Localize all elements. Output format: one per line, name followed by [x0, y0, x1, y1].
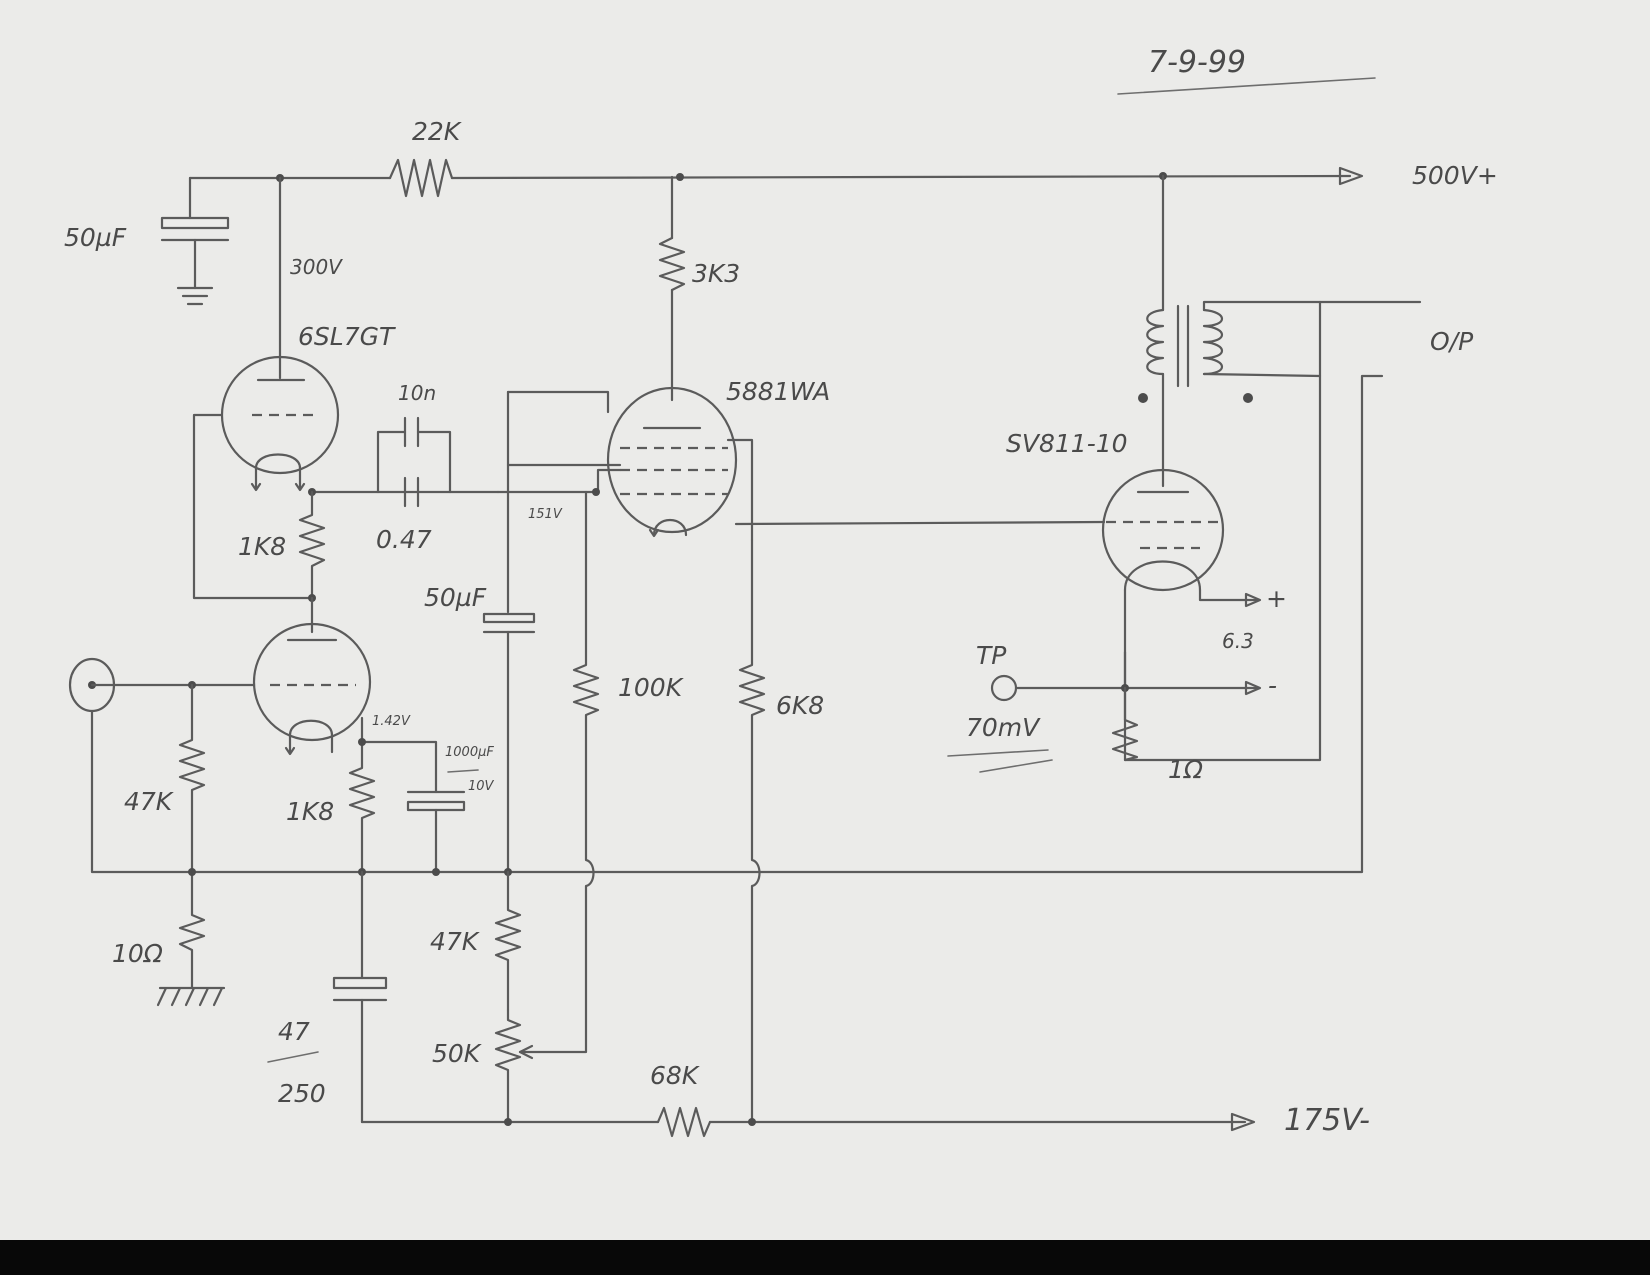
b-minus-rail — [360, 1106, 1256, 1138]
tube-sv811-label: SV811-10 — [1006, 429, 1128, 458]
ground-return-wire — [90, 374, 1384, 874]
heater-minus-label: - — [1268, 671, 1277, 700]
schematic-paper — [0, 0, 1650, 1240]
resistor-6k8 — [738, 538, 766, 1124]
heater-voltage-label: 6.3 — [1222, 629, 1254, 653]
supply-negative-label: 175V- — [1284, 1103, 1370, 1138]
resistor-1ohm — [1111, 686, 1139, 762]
arrow-icon — [1338, 166, 1364, 186]
resistor-10ohm-label: 10Ω — [112, 939, 163, 968]
arrow-icon — [1244, 680, 1262, 696]
tube-sv811 — [1101, 372, 1262, 690]
tube-6sl7-upper — [192, 176, 340, 600]
supply-positive-label: 500V+ — [1412, 161, 1498, 190]
resistor-22k-label: 22K — [412, 117, 463, 146]
tube-5881wa — [596, 175, 754, 542]
capacitor-50uf-top-label: 50µF — [64, 223, 127, 252]
resistor-1k8-a — [298, 490, 326, 600]
heater-plus-label: + — [1266, 584, 1287, 613]
resistor-1k8-a-label: 1K8 — [238, 532, 286, 561]
output-label: O/P — [1430, 327, 1474, 356]
tube-6sl7-label: 6SL7GT — [298, 322, 396, 351]
capacitor-1000uf — [406, 790, 466, 874]
capacitor-1000uf-label-top: 1000µF — [445, 745, 494, 760]
tube-5881wa-label: 5881WA — [726, 377, 830, 406]
resistor-100k-label: 100K — [618, 673, 685, 702]
arrow-icon — [1230, 1112, 1256, 1132]
test-point-label: TP — [976, 641, 1007, 670]
resistor-100k — [518, 490, 600, 1054]
capacitor-47-label-top: 47 — [278, 1017, 310, 1046]
coupling-capacitors — [308, 416, 500, 508]
capacitor-10n — [403, 416, 420, 448]
ground-icon — [176, 286, 214, 306]
resistor-3k3 — [658, 236, 686, 292]
capacitor-10n-label: 10n — [398, 381, 436, 405]
voltage-151v-label: 151V — [528, 507, 563, 522]
resistor-6k8-label: 6K8 — [776, 691, 824, 720]
amplifier-schematic: 7-9-99 22K 500V+ 50µF 300V 6SL7GT — [64, 45, 1498, 1138]
voltage-300v-label: 300V — [290, 255, 343, 279]
potentiometer-50k-label: 50K — [432, 1039, 483, 1068]
test-point-voltage-label: 70mV — [966, 713, 1041, 742]
test-point[interactable] — [990, 674, 1018, 702]
date-underline — [1117, 77, 1376, 95]
voltage-142v-label: 1.42V — [372, 714, 411, 729]
capacitor-047 — [403, 476, 420, 508]
resistor-22k — [388, 158, 454, 198]
chassis-ground-icon — [156, 986, 226, 1007]
capacitor-50uf-mid — [482, 612, 536, 874]
capacitor-50uf-top — [160, 176, 230, 306]
wiper-arrow-icon — [518, 1044, 534, 1060]
resistor-3k3-label: 3K3 — [692, 259, 740, 288]
resistor-1k8-b-label: 1K8 — [286, 797, 334, 826]
resistor-10ohm — [178, 870, 206, 990]
tube-6sl7-lower — [252, 596, 372, 756]
resistor-1k8-b — [348, 740, 376, 874]
resistor-1ohm-label: 1Ω — [1168, 755, 1203, 784]
arrow-icon — [1244, 592, 1262, 608]
resistor-47k-mid — [494, 870, 522, 1012]
resistor-68k-label: 68K — [650, 1061, 701, 1090]
resistor-68k — [656, 1106, 712, 1138]
resistor-47k-mid-label: 47K — [430, 927, 481, 956]
b-plus-rail — [188, 158, 1364, 198]
resistor-47k-input — [178, 683, 206, 874]
scan-border — [0, 1240, 1650, 1275]
capacitor-1000uf-label-bottom: 10V — [468, 779, 495, 794]
capacitor-47-250 — [332, 870, 388, 1124]
capacitor-50uf-mid-label: 50µF — [424, 583, 487, 612]
date-label: 7-9-99 — [1148, 45, 1246, 80]
resistor-47k-input-label: 47K — [124, 787, 175, 816]
capacitor-47-label-bottom: 250 — [278, 1079, 326, 1108]
capacitor-047-label: 0.47 — [376, 525, 432, 554]
potentiometer-50k — [494, 1008, 522, 1124]
